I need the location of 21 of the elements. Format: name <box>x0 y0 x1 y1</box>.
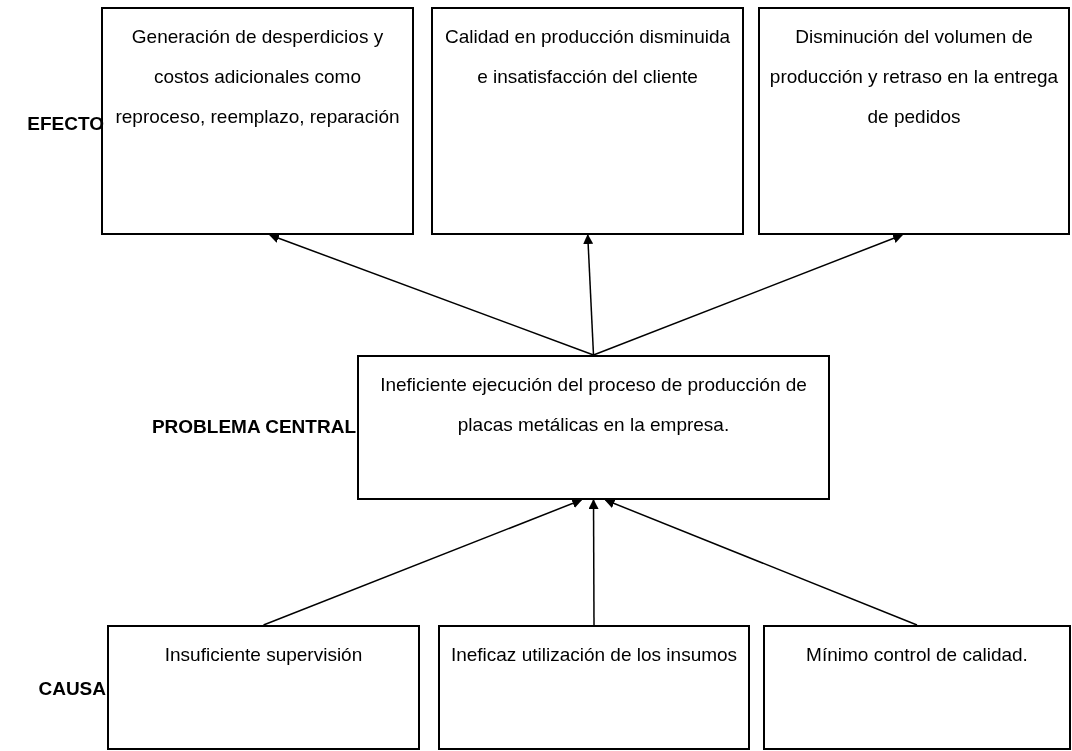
row-label: PROBLEMA CENTRAL <box>150 415 356 439</box>
box-text: Calidad en producción disminuida e insatisfacción del cliente <box>443 25 732 89</box>
arrow <box>604 498 918 626</box>
box-text: Generación de desperdicios y costos adicionales como reproceso, reemplazo, reparación <box>114 25 401 129</box>
text-box <box>438 625 750 750</box>
text-box <box>431 7 744 235</box>
box-text: Ineficaz utilización de los insumos <box>450 643 738 667</box>
text-box <box>758 7 1070 235</box>
box-text: Disminución del volumen de producción y retraso en la entrega de pedidos <box>768 25 1060 129</box>
box-text: Ineficiente ejecución del proceso de producción de placas metálicas en la empresa. <box>379 373 808 437</box>
text-box <box>357 355 830 500</box>
arrow <box>269 233 595 356</box>
arrow <box>592 233 904 356</box>
arrow <box>588 499 599 626</box>
row-label: CAUSA <box>37 677 106 701</box>
arrow <box>583 234 595 356</box>
text-box <box>763 625 1071 750</box>
box-text: Insuficiente supervisión <box>164 643 363 667</box>
box-text: Mínimo control de calidad. <box>806 643 1028 667</box>
arrow <box>262 498 583 626</box>
text-box <box>107 625 420 750</box>
